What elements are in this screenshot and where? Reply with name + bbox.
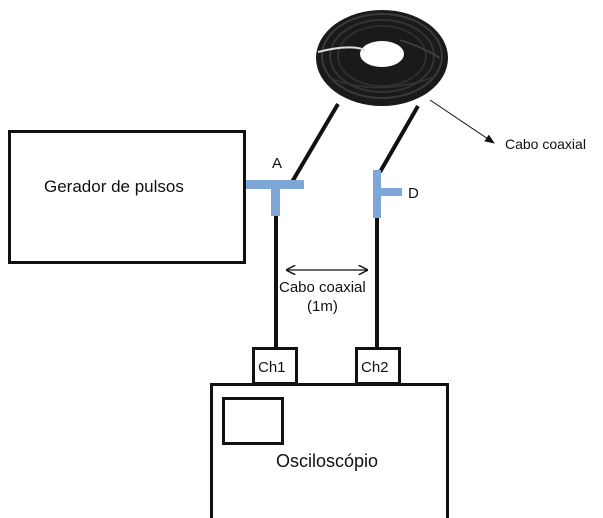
channel-1-label: Ch1	[258, 359, 286, 376]
coax-spool-icon	[316, 10, 448, 106]
channel-1-box	[252, 347, 298, 385]
oscilloscope-screen	[222, 397, 284, 445]
oscilloscope-label: Osciloscópio	[276, 451, 379, 471]
t-connector-a	[244, 180, 304, 216]
connector-d-label: D	[408, 185, 419, 202]
t-connector-d	[373, 170, 402, 218]
spool-cable-a	[290, 102, 340, 184]
channel-2-label: Ch2	[361, 359, 389, 376]
pulse-generator-label: Gerador de pulsos	[44, 177, 184, 196]
pulse-generator-box	[8, 130, 246, 264]
short-cable-label-line2: (1m)	[307, 298, 338, 315]
coax-spool-label: Cabo coaxial	[505, 136, 586, 152]
channel-2-box	[355, 347, 401, 385]
short-cable-label-line1: Cabo coaxial	[279, 279, 366, 296]
connector-a-label: A	[272, 155, 283, 172]
spool-cable-d	[378, 105, 420, 173]
spool-arrow	[429, 99, 495, 144]
